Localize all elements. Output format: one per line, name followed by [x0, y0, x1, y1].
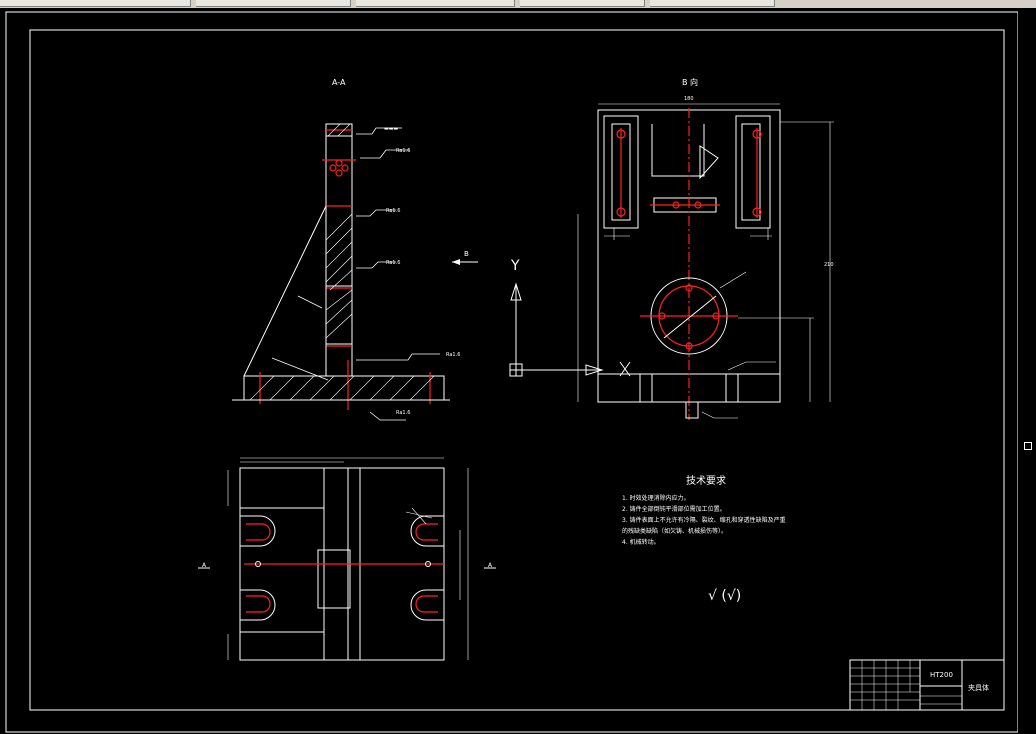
svg-text:210: 210	[824, 262, 834, 268]
toolbar-field-4[interactable]	[520, 0, 645, 7]
top-view: A A	[198, 457, 496, 661]
svg-text:▬▬▬: ▬▬▬	[384, 126, 398, 132]
svg-text:Ra1.6: Ra1.6	[386, 260, 400, 266]
title-block-material: HT200	[930, 671, 953, 679]
tech-item: 4. 机械转动。	[622, 538, 660, 546]
tech-item: 2. 铸件全部倒钝平滑部位需加工位置。	[622, 505, 726, 513]
toolbar	[0, 0, 1036, 8]
title-block-part-name: 夹具体	[968, 683, 989, 692]
view-b-label: B 向	[682, 77, 698, 87]
support-rib	[243, 205, 327, 377]
view-arrow-b: B	[452, 250, 478, 265]
view-arrow-label: B	[464, 250, 469, 258]
svg-text:Ra1.6: Ra1.6	[396, 148, 410, 154]
sheet-outer-border	[5, 11, 1018, 733]
scroll-handle[interactable]	[1024, 442, 1032, 450]
toolbar-field-5[interactable]	[650, 0, 775, 7]
section-view-label: A-A	[332, 78, 346, 87]
section-mark-right: A	[488, 562, 493, 569]
tech-item: 的残缺类缺陷（如欠铸、机械损伤等）。	[622, 527, 727, 535]
ucs-y-label: Y	[510, 258, 520, 274]
svg-text:Ra1.6: Ra1.6	[386, 208, 400, 214]
right-scroll-panel	[1018, 8, 1036, 734]
toolbar-field-2[interactable]	[196, 0, 351, 7]
tech-item: 3. 铸件表面上不允许有冷隔、裂纹、缩孔和穿透性缺陷及严重	[622, 516, 786, 524]
technical-requirements: 技术要求 1. 时效处理消除内应力。 2. 铸件全部倒钝平滑部位需加工位置。 3…	[622, 474, 786, 604]
view-b: B 向	[577, 77, 834, 420]
toolbar-field-1[interactable]	[0, 0, 191, 7]
section-mark-left: A	[202, 562, 207, 569]
ucs-icon: Y	[509, 258, 631, 377]
tech-title: 技术要求	[686, 474, 726, 487]
svg-text:180: 180	[684, 96, 694, 102]
toolbar-field-3[interactable]	[356, 0, 515, 7]
title-block: HT200 夹具体	[849, 659, 1005, 711]
svg-text:Ra1.6: Ra1.6	[446, 352, 460, 358]
roughness-symbol: √ (√)	[708, 588, 741, 604]
sheet-inner-border	[29, 29, 1005, 711]
tech-item: 1. 时效处理消除内应力。	[622, 494, 690, 502]
section-view-a-a: A-A	[232, 78, 460, 421]
upright-lower	[325, 287, 353, 345]
svg-text:Ra1.6: Ra1.6	[396, 410, 410, 416]
